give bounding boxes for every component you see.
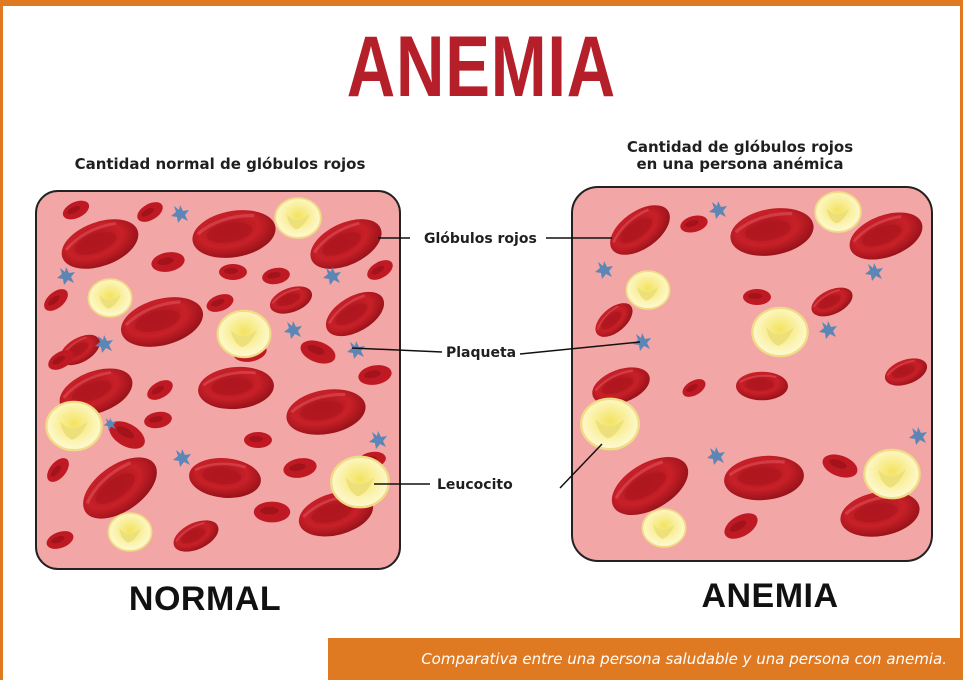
normal-label: NORMAL bbox=[40, 580, 370, 619]
label-white-cell: Leucocito bbox=[437, 477, 513, 493]
footer-banner: Comparativa entre una persona saludable … bbox=[328, 638, 963, 680]
label-platelet: Plaqueta bbox=[446, 345, 516, 361]
footer-caption: Comparativa entre una persona saludable … bbox=[421, 650, 947, 668]
anemia-label: ANEMIA bbox=[600, 577, 940, 616]
label-red-cells: Glóbulos rojos bbox=[424, 231, 537, 247]
